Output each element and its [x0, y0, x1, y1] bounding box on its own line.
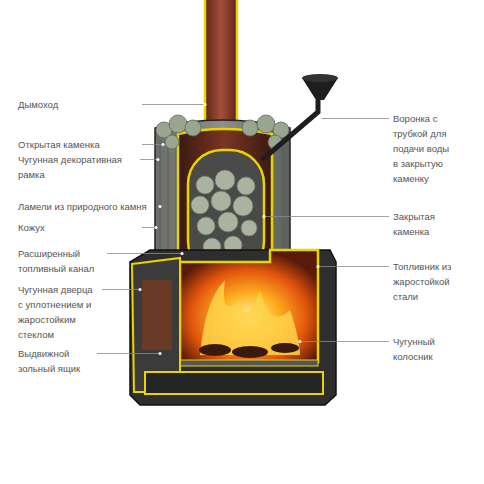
part-label: Ламели из природного камня [18, 199, 158, 214]
part-label: Дымоход [18, 97, 138, 112]
leader-line [142, 104, 205, 105]
part-label: Топливник из жаростойкой стали [393, 259, 471, 304]
leader-dot [139, 288, 142, 291]
leader-line [102, 289, 140, 290]
leader-dot [159, 205, 162, 208]
leader-line [300, 341, 389, 342]
leader-dot [299, 340, 302, 343]
part-label: Кожух [18, 220, 138, 235]
leader-dot [263, 215, 266, 218]
leader-line [142, 227, 156, 228]
leader-line [140, 159, 158, 160]
leader-dot [319, 117, 322, 120]
leader-dot [159, 352, 162, 355]
leader-dot [317, 265, 320, 268]
leader-line [320, 118, 389, 119]
part-label: Расширенный топливный канал [18, 246, 103, 276]
leader-dot [162, 143, 165, 146]
part-label: Воронка с трубкой для подачи воды в закр… [393, 111, 451, 186]
leader-line [264, 216, 389, 217]
part-label: Открытая каменка [18, 137, 138, 152]
part-label: Чугунная декоративная рамка [18, 152, 136, 182]
leader-line [107, 253, 182, 254]
part-label: Выдвижной зольный ящик [18, 346, 93, 376]
part-label: Чугунный колосник [393, 334, 451, 364]
leader-dot [204, 103, 207, 106]
leader-dot [155, 226, 158, 229]
leader-line [97, 353, 160, 354]
part-label: Закрытая каменка [393, 209, 448, 239]
leader-line [142, 144, 163, 145]
part-label: Чугунная дверца с уплотнением и жаростой… [18, 282, 98, 342]
leader-dot [181, 252, 184, 255]
leader-line [318, 266, 389, 267]
leader-dot [157, 158, 160, 161]
